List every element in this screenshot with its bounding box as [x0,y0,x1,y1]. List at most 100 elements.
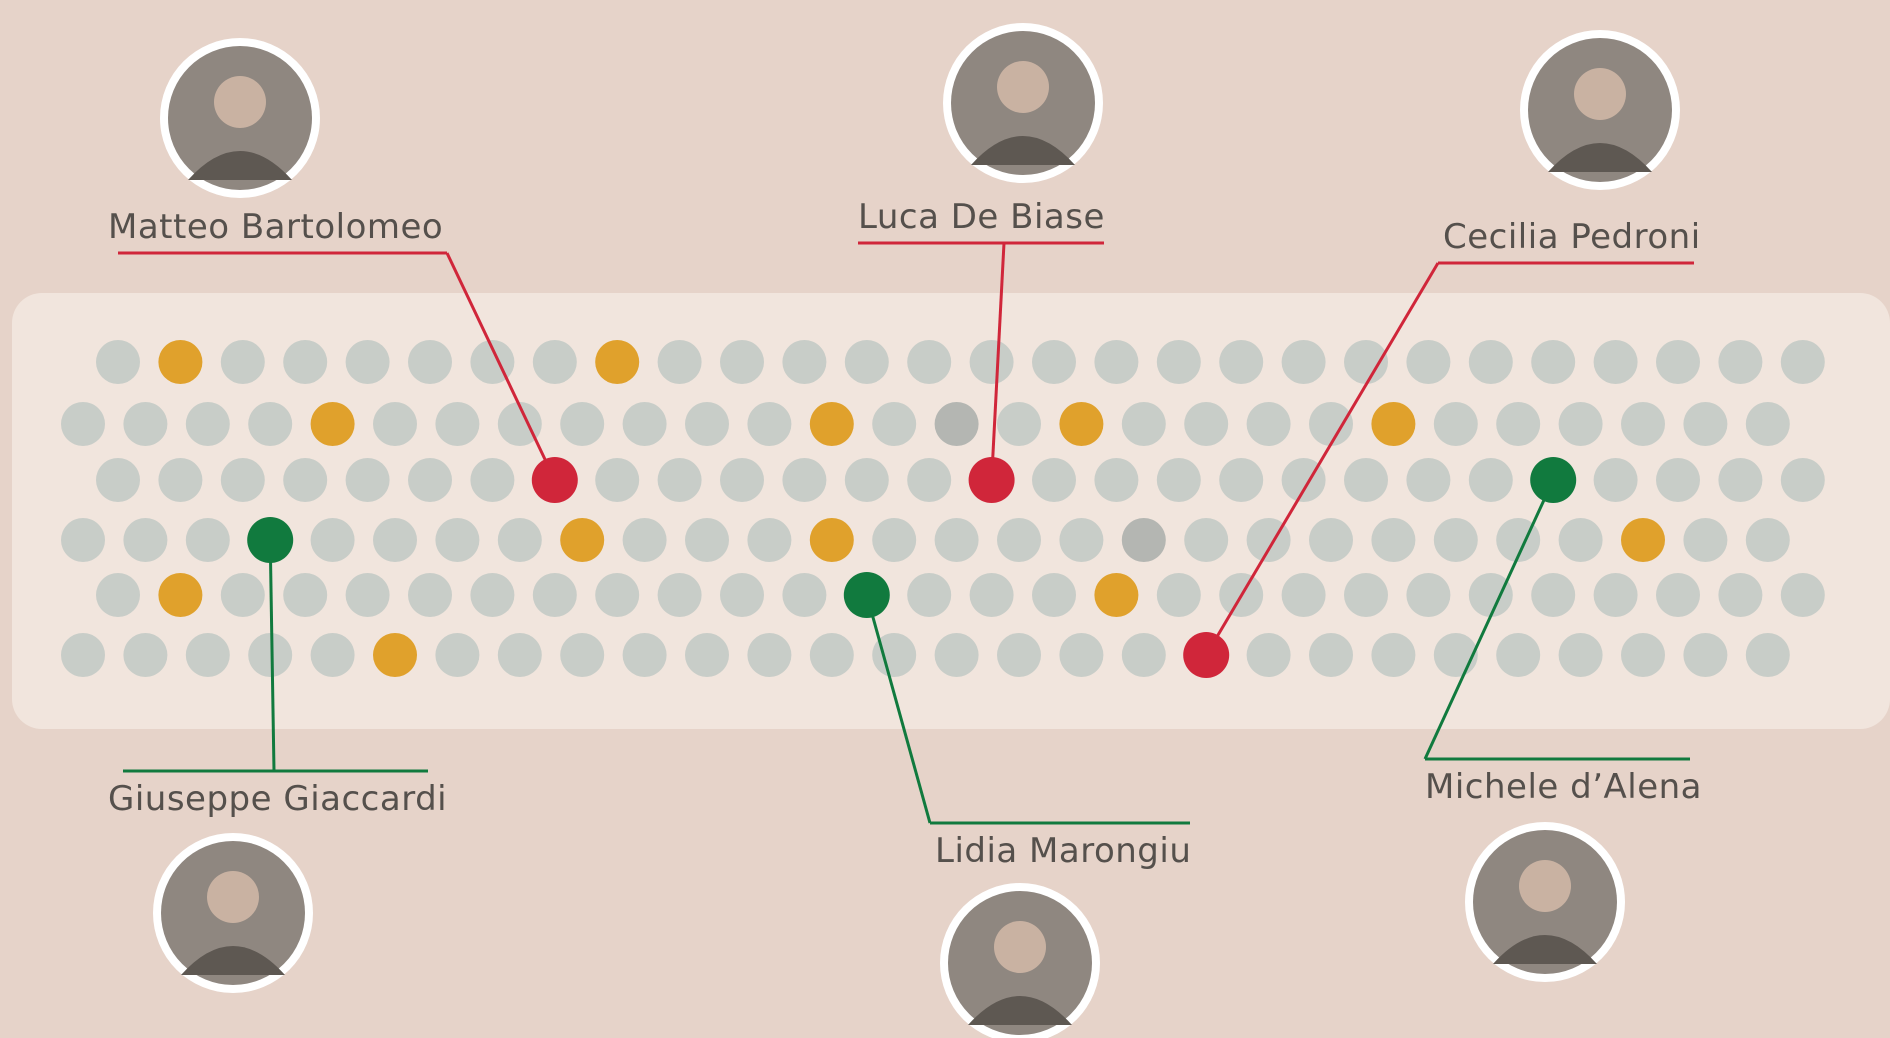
dot [1593,340,1638,384]
dot [185,402,230,446]
dot [373,402,417,446]
dot [657,458,702,502]
connector-line [1423,479,1555,760]
dot [997,402,1041,446]
dot [1468,573,1513,617]
dot [1059,518,1104,562]
dot [1745,633,1790,677]
dot [782,340,827,384]
dot [96,458,140,502]
connectors-layer [118,241,1694,825]
dot [1468,340,1513,384]
dot [283,340,328,384]
dot [248,633,293,677]
dot [1468,458,1513,502]
dot-gray [934,402,979,446]
dot [220,340,265,384]
dot [123,402,168,446]
connector-line [865,594,932,824]
dot [1593,573,1638,617]
dot [657,573,702,617]
dot [1656,340,1700,384]
dot [1094,458,1139,502]
dot [1344,573,1388,617]
dot-panel [12,293,1890,729]
dot [1593,458,1638,502]
dot [1406,340,1451,384]
dot [1059,633,1104,677]
dot [435,633,480,677]
dot [747,518,792,562]
portrait-lidia [940,883,1100,1038]
dot [1718,340,1763,384]
dot-orange [1094,573,1139,617]
dot [1309,633,1353,677]
dot [1558,633,1603,677]
dot [220,573,265,617]
dot [1718,573,1763,617]
dot [1433,402,1478,446]
dot [685,402,729,446]
dot [1780,573,1825,617]
dot-red-matteo [531,457,578,503]
dot [1281,573,1326,617]
dot-red-cecilia [1183,632,1230,678]
dot [1496,633,1541,677]
dot-orange [1059,402,1104,446]
dot [470,458,515,502]
dot [123,518,168,562]
portrait-shoulders-shape [1548,143,1652,172]
dot [560,402,605,446]
dot [283,458,328,502]
dot [720,458,764,502]
dot [532,573,577,617]
dot [969,340,1014,384]
dot [934,633,979,677]
dot [1032,458,1076,502]
dot-green-michele [1530,457,1577,503]
dot [123,633,168,677]
dot-gray [1121,518,1166,562]
dot [61,633,105,677]
dot [1219,340,1264,384]
name-label-giuseppe: Giuseppe Giaccardi [108,779,447,819]
dot-orange [158,573,203,617]
dot-orange [373,633,417,677]
dot [532,340,577,384]
dot [1683,402,1728,446]
dot [720,573,764,617]
dot [657,340,702,384]
dot [1371,518,1416,562]
portrait-head-shape [997,61,1049,113]
dot [283,573,328,617]
dot [1780,458,1825,502]
name-label-matteo: Matteo Bartolomeo [108,207,443,247]
dot [345,573,390,617]
dot [220,458,265,502]
dot-green-giuseppe [247,517,294,563]
dot [685,633,729,677]
portrait-matteo [160,38,320,198]
dot [96,340,140,384]
dot [1344,458,1388,502]
dot [1156,458,1201,502]
dot [435,518,480,562]
dot [1309,402,1353,446]
name-label-michele: Michele d’Alena [1425,767,1702,807]
dot [61,518,105,562]
dot-orange [158,340,203,384]
dot [622,402,667,446]
dot [1683,518,1728,562]
dot [408,340,452,384]
dot [685,518,729,562]
dot [1246,402,1291,446]
dot [1780,340,1825,384]
portrait-cecilia [1520,30,1680,190]
dot [844,458,889,502]
name-label-cecilia: Cecilia Pedroni [1443,217,1701,257]
dot [470,573,515,617]
dot [1094,340,1139,384]
dot [1656,458,1700,502]
dot [1184,518,1229,562]
